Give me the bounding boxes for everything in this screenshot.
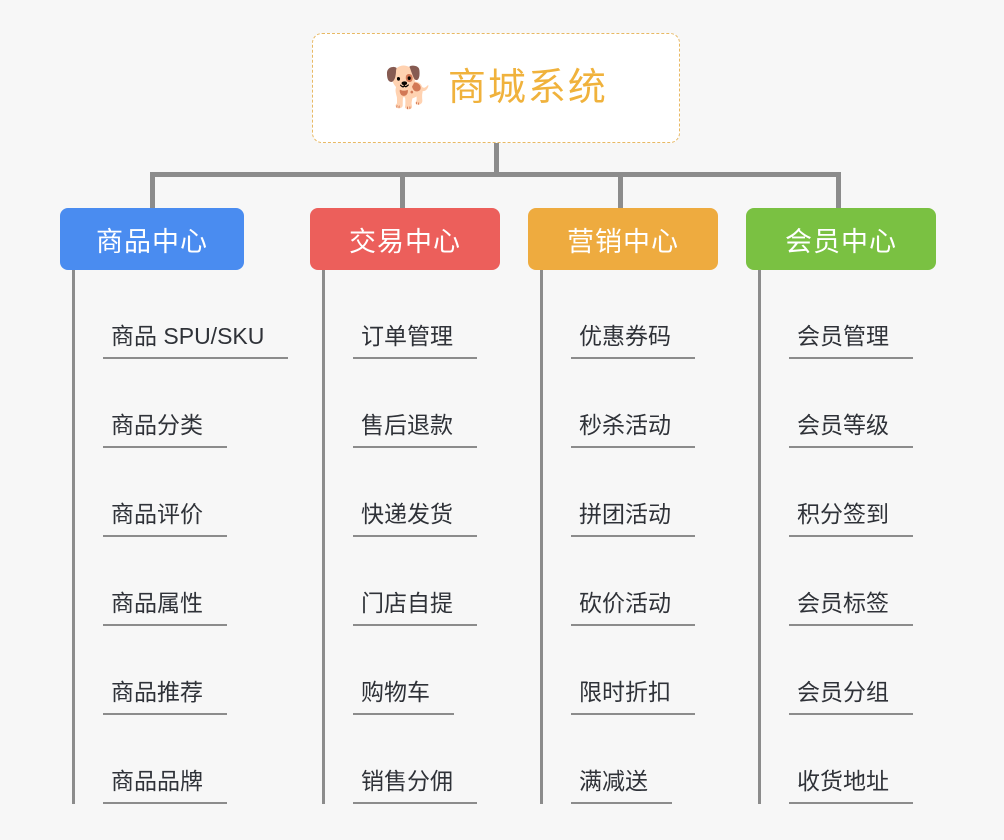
leaf-item[interactable]: 商品推荐 bbox=[75, 626, 300, 715]
leaf-item[interactable]: 砍价活动 bbox=[543, 537, 758, 626]
leaf-item[interactable]: 优惠券码 bbox=[543, 270, 758, 359]
connector-drop-3 bbox=[618, 172, 623, 208]
leaf-label: 满减送 bbox=[571, 768, 672, 804]
branch-trade-center: 交易中心 订单管理 售后退款 快递发货 门店自提 购物车 销售分佣 bbox=[310, 208, 540, 804]
leaf-item[interactable]: 商品属性 bbox=[75, 537, 300, 626]
leaf-label: 优惠券码 bbox=[571, 323, 695, 359]
leaf-label: 会员分组 bbox=[789, 679, 913, 715]
leaf-item[interactable]: 售后退款 bbox=[325, 359, 540, 448]
leaf-item[interactable]: 商品分类 bbox=[75, 359, 300, 448]
leaf-label: 会员管理 bbox=[789, 323, 913, 359]
leaf-label: 砍价活动 bbox=[571, 590, 695, 626]
leaf-item[interactable]: 会员标签 bbox=[761, 537, 976, 626]
leaf-label: 限时折扣 bbox=[571, 679, 695, 715]
leaf-label: 商品属性 bbox=[103, 590, 227, 626]
leaf-item[interactable]: 商品评价 bbox=[75, 448, 300, 537]
branch-marketing-center: 营销中心 优惠券码 秒杀活动 拼团活动 砍价活动 限时折扣 满减送 bbox=[528, 208, 758, 804]
leaf-item[interactable]: 快递发货 bbox=[325, 448, 540, 537]
connector-root-stem bbox=[494, 143, 499, 175]
leaf-label: 商品品牌 bbox=[103, 768, 227, 804]
leaf-item[interactable]: 积分签到 bbox=[761, 448, 976, 537]
leaf-item[interactable]: 门店自提 bbox=[325, 537, 540, 626]
leaf-label: 收货地址 bbox=[789, 768, 913, 804]
root-title: 商城系统 bbox=[447, 67, 608, 109]
leaf-item[interactable]: 收货地址 bbox=[761, 715, 976, 804]
leaf-label: 售后退款 bbox=[353, 412, 477, 448]
leaf-label: 购物车 bbox=[353, 679, 454, 715]
leaf-item[interactable]: 销售分佣 bbox=[325, 715, 540, 804]
branch-header-2[interactable]: 交易中心 bbox=[310, 208, 500, 270]
leaf-item[interactable]: 商品品牌 bbox=[75, 715, 300, 804]
root-node[interactable]: 🐕 商城系统 bbox=[312, 33, 680, 143]
leaf-label: 商品推荐 bbox=[103, 679, 227, 715]
leaf-item[interactable]: 购物车 bbox=[325, 626, 540, 715]
leaf-item[interactable]: 满减送 bbox=[543, 715, 758, 804]
branch-product-center: 商品中心 商品 SPU/SKU 商品分类 商品评价 商品属性 商品推荐 商品品牌 bbox=[60, 208, 300, 804]
connector-drop-4 bbox=[836, 172, 841, 208]
leaf-label: 门店自提 bbox=[353, 590, 477, 626]
shiba-dog-face-icon: 🐕 bbox=[384, 65, 434, 111]
leaf-label: 秒杀活动 bbox=[571, 412, 695, 448]
leaf-label: 积分签到 bbox=[789, 501, 913, 537]
leaf-label: 商品评价 bbox=[103, 501, 227, 537]
leaf-list-3: 优惠券码 秒杀活动 拼团活动 砍价活动 限时折扣 满减送 bbox=[540, 270, 758, 804]
connector-drop-1 bbox=[150, 172, 155, 208]
branch-title-2: 交易中心 bbox=[349, 226, 461, 257]
leaf-label: 销售分佣 bbox=[353, 768, 477, 804]
leaf-list-4: 会员管理 会员等级 积分签到 会员标签 会员分组 收货地址 bbox=[758, 270, 976, 804]
branch-header-3[interactable]: 营销中心 bbox=[528, 208, 718, 270]
leaf-label: 拼团活动 bbox=[571, 501, 695, 537]
leaf-list-2: 订单管理 售后退款 快递发货 门店自提 购物车 销售分佣 bbox=[322, 270, 540, 804]
leaf-item[interactable]: 拼团活动 bbox=[543, 448, 758, 537]
leaf-item[interactable]: 会员管理 bbox=[761, 270, 976, 359]
leaf-label: 会员标签 bbox=[789, 590, 913, 626]
branch-title-3: 营销中心 bbox=[567, 226, 679, 257]
leaf-item[interactable]: 限时折扣 bbox=[543, 626, 758, 715]
leaf-label: 快递发货 bbox=[353, 501, 477, 537]
leaf-item[interactable]: 订单管理 bbox=[325, 270, 540, 359]
leaf-label: 会员等级 bbox=[789, 412, 913, 448]
leaf-label: 订单管理 bbox=[353, 323, 477, 359]
leaf-item[interactable]: 会员等级 bbox=[761, 359, 976, 448]
connector-horizontal-bar bbox=[150, 172, 840, 177]
leaf-item[interactable]: 秒杀活动 bbox=[543, 359, 758, 448]
leaf-list-1: 商品 SPU/SKU 商品分类 商品评价 商品属性 商品推荐 商品品牌 bbox=[72, 270, 300, 804]
leaf-item[interactable]: 商品 SPU/SKU bbox=[75, 270, 300, 359]
leaf-item[interactable]: 会员分组 bbox=[761, 626, 976, 715]
branch-header-4[interactable]: 会员中心 bbox=[746, 208, 936, 270]
branch-title-4: 会员中心 bbox=[785, 226, 897, 257]
leaf-label: 商品分类 bbox=[103, 412, 227, 448]
branch-title-1: 商品中心 bbox=[96, 226, 208, 257]
connector-drop-2 bbox=[400, 172, 405, 208]
branch-header-1[interactable]: 商品中心 bbox=[60, 208, 244, 270]
leaf-label: 商品 SPU/SKU bbox=[103, 323, 289, 359]
branch-member-center: 会员中心 会员管理 会员等级 积分签到 会员标签 会员分组 收货地址 bbox=[746, 208, 976, 804]
